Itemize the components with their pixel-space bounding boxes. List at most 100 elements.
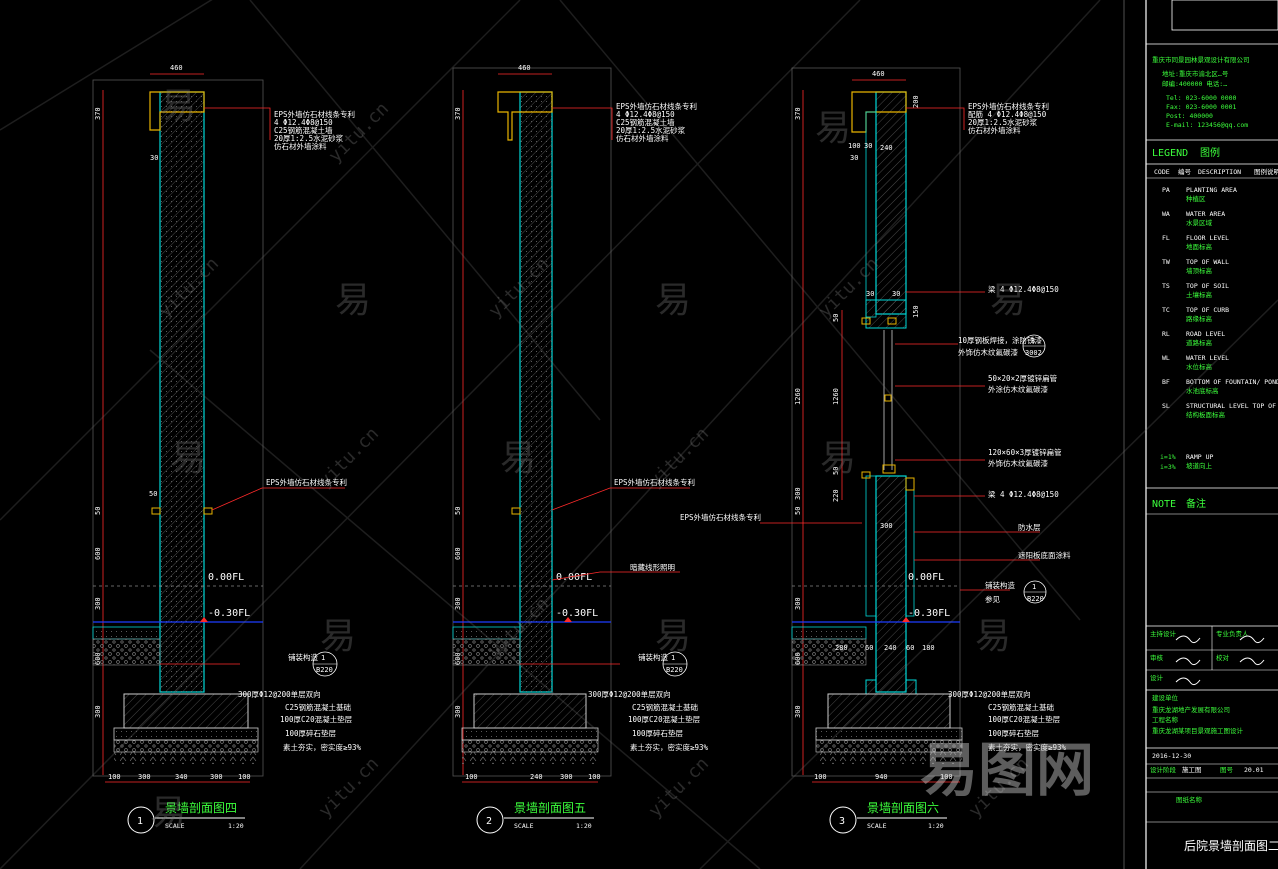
bdim-1: 100: [465, 773, 478, 781]
dim-1260-inner: 1260: [832, 388, 840, 405]
watermark-url: yitu.cn: [315, 423, 383, 491]
level-0: 0.00FL: [208, 572, 244, 583]
ref-see: 参见: [985, 594, 1000, 604]
watermark-cn: 易: [990, 280, 1026, 321]
scale-label: SCALE: [867, 822, 887, 830]
legend-desc: TOP OF CURB: [1186, 306, 1229, 314]
note-right-6: 120×60×3厚镀锌扁管: [988, 447, 1062, 457]
legend-code: TC: [1162, 306, 1170, 314]
dim-30: 30: [150, 154, 158, 162]
ref-text: 铺装构造: [985, 580, 1015, 590]
rdim-200: 200: [912, 95, 920, 108]
base-note-5: 素土夯实，密实度≥93%: [988, 742, 1067, 752]
note-top-5: 仿石材外墙涂料: [274, 141, 327, 151]
legend-code: TW: [1162, 258, 1170, 266]
dim-50: 50: [454, 507, 462, 515]
level-m: -0.30FL: [908, 608, 950, 619]
watermark-cn: 易: [170, 438, 206, 479]
ramp-symbol-2: i=3%: [1160, 463, 1176, 471]
legend-code: SL: [1162, 402, 1170, 410]
ref-sheet: B220: [316, 666, 333, 674]
dim-300: 300: [794, 487, 802, 500]
watermark-logo: 易图网: [920, 736, 1094, 804]
signature-1: [1175, 635, 1201, 644]
bdim-1: 100: [814, 773, 827, 781]
legend-desc: ROAD LEVEL: [1186, 330, 1225, 338]
legend-code: FL: [1162, 234, 1170, 242]
note-top-1: EPS外墙仿石材线条专利: [274, 109, 355, 119]
legend-desc-cn: 种植区: [1186, 194, 1206, 203]
trim-right: [203, 507, 213, 515]
base-note-4: 100厚碎石垫层: [285, 728, 337, 738]
legend-title-cn: 图例: [1200, 146, 1220, 159]
note-title: NOTE: [1152, 499, 1176, 510]
base-note-5: 素土夯实，密实度≥93%: [283, 742, 362, 752]
trim-left: [151, 507, 161, 515]
ramp-up: RAMP UP: [1186, 453, 1213, 461]
idim-240b: 240: [884, 644, 897, 652]
note-right-3: 外饰仿木纹氟碳漆: [958, 347, 1018, 357]
watermark-cn: 易: [815, 108, 851, 149]
level-0: 0.00FL: [908, 572, 944, 583]
section-3: 460 370 50 1260 1260 50 300 220 50 300 6…: [680, 67, 1071, 834]
section-title: 景墙剖面图六: [867, 801, 939, 815]
scale-label: SCALE: [514, 822, 534, 830]
note-title-cn: 备注: [1186, 497, 1206, 510]
dim-370: 370: [794, 107, 802, 120]
ref-no: 1: [1032, 583, 1036, 591]
legend-desc: STRUCTURAL LEVEL TOP OF SLAB: [1186, 402, 1278, 410]
dim-50: 50: [832, 314, 840, 322]
legend-code: TS: [1162, 282, 1170, 290]
title-block: 重庆市同景园林景观设计有限公司 地址:重庆市渝北区…号 邮编:400000 电话…: [1123, 0, 1278, 869]
dim-370: 370: [454, 107, 462, 120]
idim-30b: 30: [850, 154, 858, 162]
base-note-4: 100厚碎石垫层: [632, 728, 684, 738]
dim-300: 300: [454, 597, 462, 610]
base-note-1: 300厚Φ12@200单层双向: [948, 689, 1031, 699]
legend-desc-cn: 土壤标高: [1186, 290, 1213, 299]
project-label: 工程名称: [1152, 715, 1179, 724]
idim-60: 60: [865, 644, 873, 652]
client: 重庆龙湖地产发展有限公司: [1152, 705, 1230, 714]
ramp-cn: 坡道向上: [1186, 461, 1213, 470]
legend-desc: TOP OF SOIL: [1186, 282, 1229, 290]
upper-wall: [875, 91, 907, 315]
section-title: 景墙剖面图五: [514, 801, 586, 815]
section-2: 460 370 50 600 300 600 300 EPS外墙仿石材线条专利 …: [452, 64, 709, 834]
legend-desc: FLOOR LEVEL: [1186, 234, 1229, 242]
section-title: 景墙剖面图四: [165, 801, 237, 815]
section-number: 3: [839, 816, 845, 827]
role-1: 主持设计: [1150, 629, 1177, 638]
note-eps: EPS外墙仿石材线条专利: [680, 512, 761, 522]
idim-30: 30: [864, 142, 872, 150]
note-top-4: 20厚1:2.5水泥砂浆: [274, 133, 344, 143]
client-label: 建设单位: [1152, 693, 1179, 702]
dim-300b: 300: [454, 705, 462, 718]
ref-sheet: B220: [666, 666, 683, 674]
note-right-2: 10厚钢板焊接，涂防锈漆: [958, 335, 1043, 345]
dim-300b: 300: [794, 597, 802, 610]
note-top-4: 仿石材外墙涂料: [968, 125, 1021, 135]
bdim-4: 100: [588, 773, 601, 781]
legend-desc-cn: 墙顶标高: [1186, 266, 1213, 275]
ref-top-no: 3: [1031, 337, 1035, 345]
drawing-title: 后院景墙剖面图二: [1184, 839, 1278, 853]
legend-desc-cn: 结构板面标高: [1186, 410, 1226, 419]
role-4: 校对: [1216, 653, 1230, 662]
legend-desc-cn: 路缘标高: [1186, 314, 1213, 323]
note-right-5: 外涂仿木纹氟碳漆: [988, 384, 1048, 394]
legend-desc: BOTTOM OF FOUNTAIN/ POND/POOL: [1186, 378, 1278, 386]
ref-text: 铺装构造: [638, 652, 668, 662]
idim-60b: 60: [906, 644, 914, 652]
watermark-cn: 易: [335, 280, 371, 321]
idim-280: 280: [835, 644, 848, 652]
bdim-2: 240: [530, 773, 543, 781]
dim-50: 50: [94, 507, 102, 515]
phase: 施工图: [1182, 765, 1202, 774]
watermark-url: yitu.cn: [315, 753, 383, 821]
role-5: 设计: [1150, 673, 1164, 682]
base-note-3: 100厚C20混凝土垫层: [280, 714, 353, 724]
bdim-5: 100: [238, 773, 251, 781]
watermark-cn: 易: [500, 438, 536, 479]
legend-code: PA: [1162, 186, 1170, 194]
